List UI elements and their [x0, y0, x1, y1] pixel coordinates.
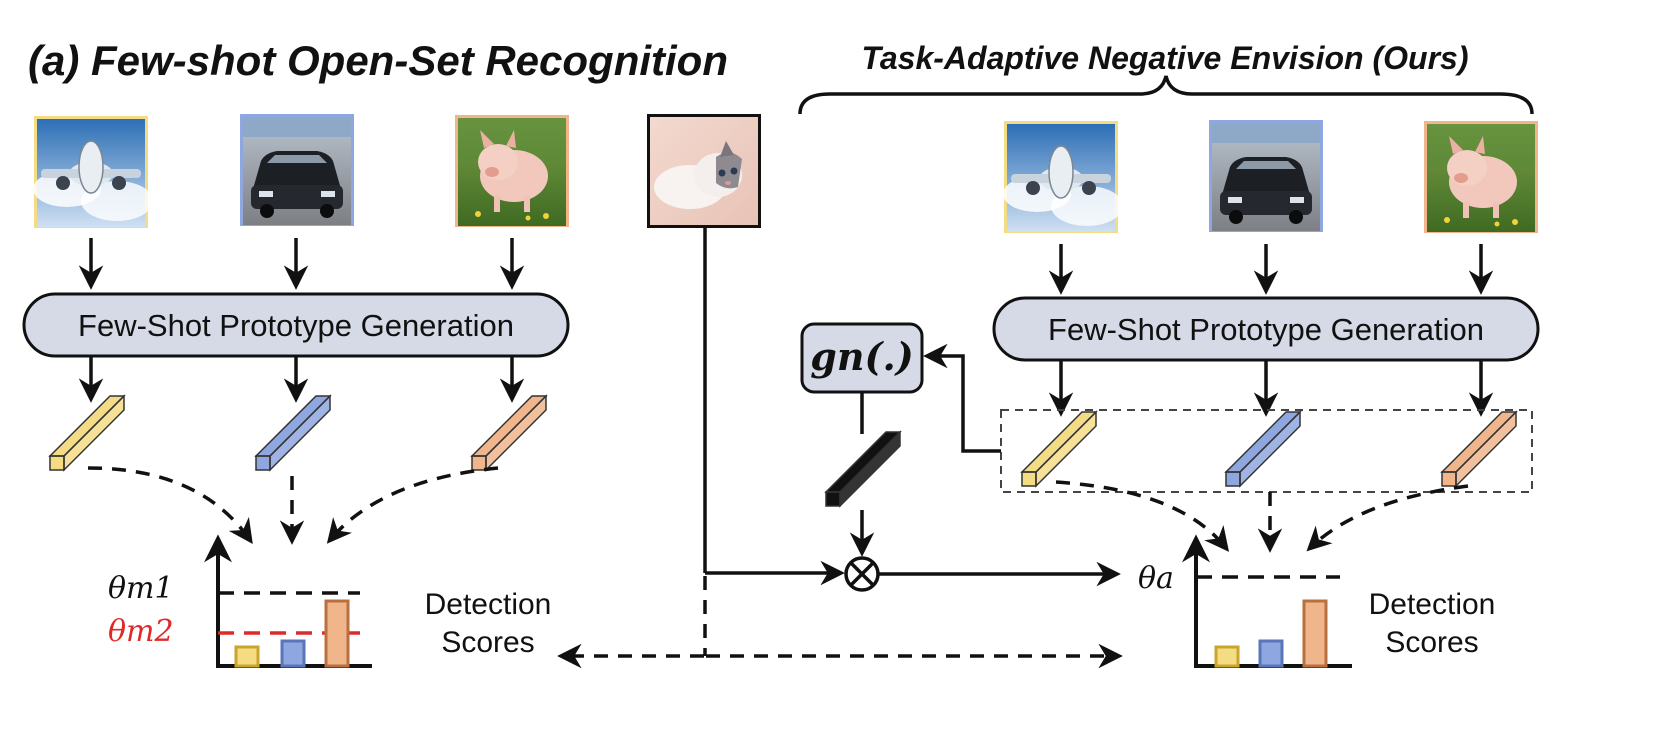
query-image-cat: [647, 114, 761, 228]
left-prototype-blue: [255, 395, 331, 471]
right-score-bar-yellow: [1214, 645, 1240, 668]
left-support-image-airplane: [32, 116, 154, 228]
right-support-image-pig: [1424, 121, 1538, 233]
right-prototype-dashed-links: [1055, 480, 1469, 553]
right-detection-label-line2: Scores: [1385, 626, 1478, 659]
left-score-bar-orange: [324, 599, 350, 668]
right-detection-chart: [1182, 534, 1352, 668]
left-score-bar-yellow: [234, 645, 260, 668]
right-prototype-generation-box: Few-Shot Prototype Generation: [992, 296, 1540, 362]
right-detection-label-line1: Detection: [1369, 588, 1496, 621]
left-output-arrows: [78, 356, 525, 403]
left-detection-label-line2: Scores: [441, 626, 534, 659]
right-score-bar-blue: [1258, 639, 1284, 668]
left-threshold-1-label: θm1: [108, 571, 174, 606]
left-prototype-dashed-links: [87, 466, 499, 545]
left-detection-label-line1: Detection: [425, 588, 552, 621]
left-support-image-pig: [455, 115, 569, 227]
right-prototype-blue: [1225, 411, 1301, 487]
right-prototype-box-label: Few-Shot Prototype Generation: [1048, 312, 1484, 347]
right-panel-brace: [798, 75, 1534, 115]
right-output-arrows: [1048, 360, 1494, 417]
left-prototype-yellow: [49, 395, 125, 471]
right-prototype-yellow: [1021, 411, 1097, 487]
multiply-operator-icon: [844, 556, 880, 592]
right-input-arrows: [1048, 244, 1494, 295]
left-prototype-box-label: Few-Shot Prototype Generation: [78, 308, 514, 343]
right-threshold-label: θa: [1138, 561, 1174, 596]
left-threshold-2-label: θm2: [108, 614, 174, 649]
negative-generator-box: gn(.): [800, 322, 924, 394]
right-panel-title: Task-Adaptive Negative Envision (Ours): [862, 40, 1469, 76]
left-score-bar-blue: [280, 639, 306, 668]
left-input-arrows: [78, 238, 525, 290]
right-support-image-car: [1209, 120, 1323, 232]
right-support-image-airplane: [1002, 121, 1124, 233]
left-support-image-car: [240, 114, 354, 226]
left-prototype-generation-box: Few-Shot Prototype Generation: [22, 292, 570, 358]
left-detection-chart: [204, 534, 372, 668]
left-prototype-orange: [471, 395, 547, 471]
negative-generator-label: gn(.): [810, 334, 913, 379]
negative-prototype-black: [825, 431, 901, 507]
right-score-bar-orange: [1302, 599, 1328, 668]
right-prototype-orange: [1441, 411, 1517, 487]
prototypes-to-generator-arrow: [923, 343, 1001, 453]
left-panel-title: (a) Few-shot Open-Set Recognition: [28, 37, 728, 84]
